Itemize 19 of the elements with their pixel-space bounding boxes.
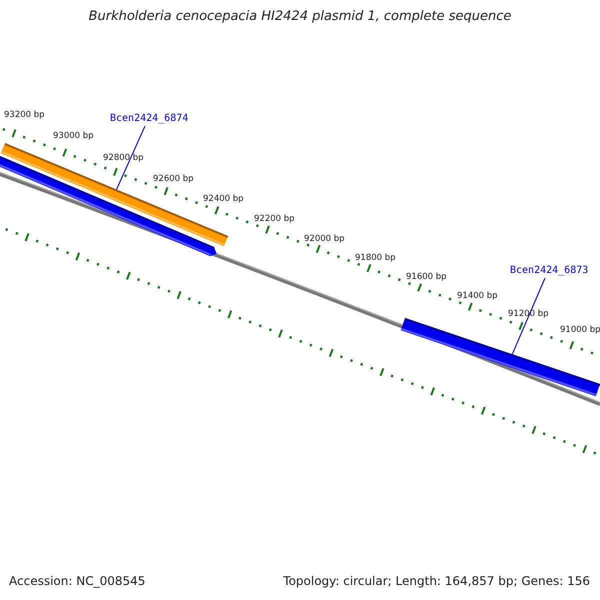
tick-label: 92200 bp	[254, 214, 295, 224]
gene-label: Bcen2424_6873	[510, 265, 588, 276]
tick-label: 91400 bp	[457, 291, 498, 301]
gene-feature-bar	[400, 318, 600, 396]
tick-label: 91000 bp	[560, 325, 600, 335]
title: Burkholderia cenocepacia HI2424 plasmid 1, complete sequence	[88, 9, 512, 24]
tick-label: 91800 bp	[355, 253, 396, 263]
leader-line	[116, 126, 146, 190]
tick-label: 91600 bp	[406, 272, 447, 282]
genome-info-label: Topology: circular; Length: 164,857 bp; Genes: 156	[283, 574, 590, 588]
accession-label: Accession: NC_008545	[9, 574, 146, 588]
tick-label: 92600 bp	[153, 174, 194, 184]
tick-label: 92800 bp	[103, 153, 144, 163]
tick-label: 92000 bp	[304, 234, 345, 244]
leader-line	[512, 278, 546, 355]
tick-label: 93000 bp	[53, 131, 94, 141]
tick-label: 93200 bp	[4, 110, 45, 120]
gene-label: Bcen2424_6874	[110, 113, 188, 124]
tick-label: 92400 bp	[203, 194, 244, 204]
